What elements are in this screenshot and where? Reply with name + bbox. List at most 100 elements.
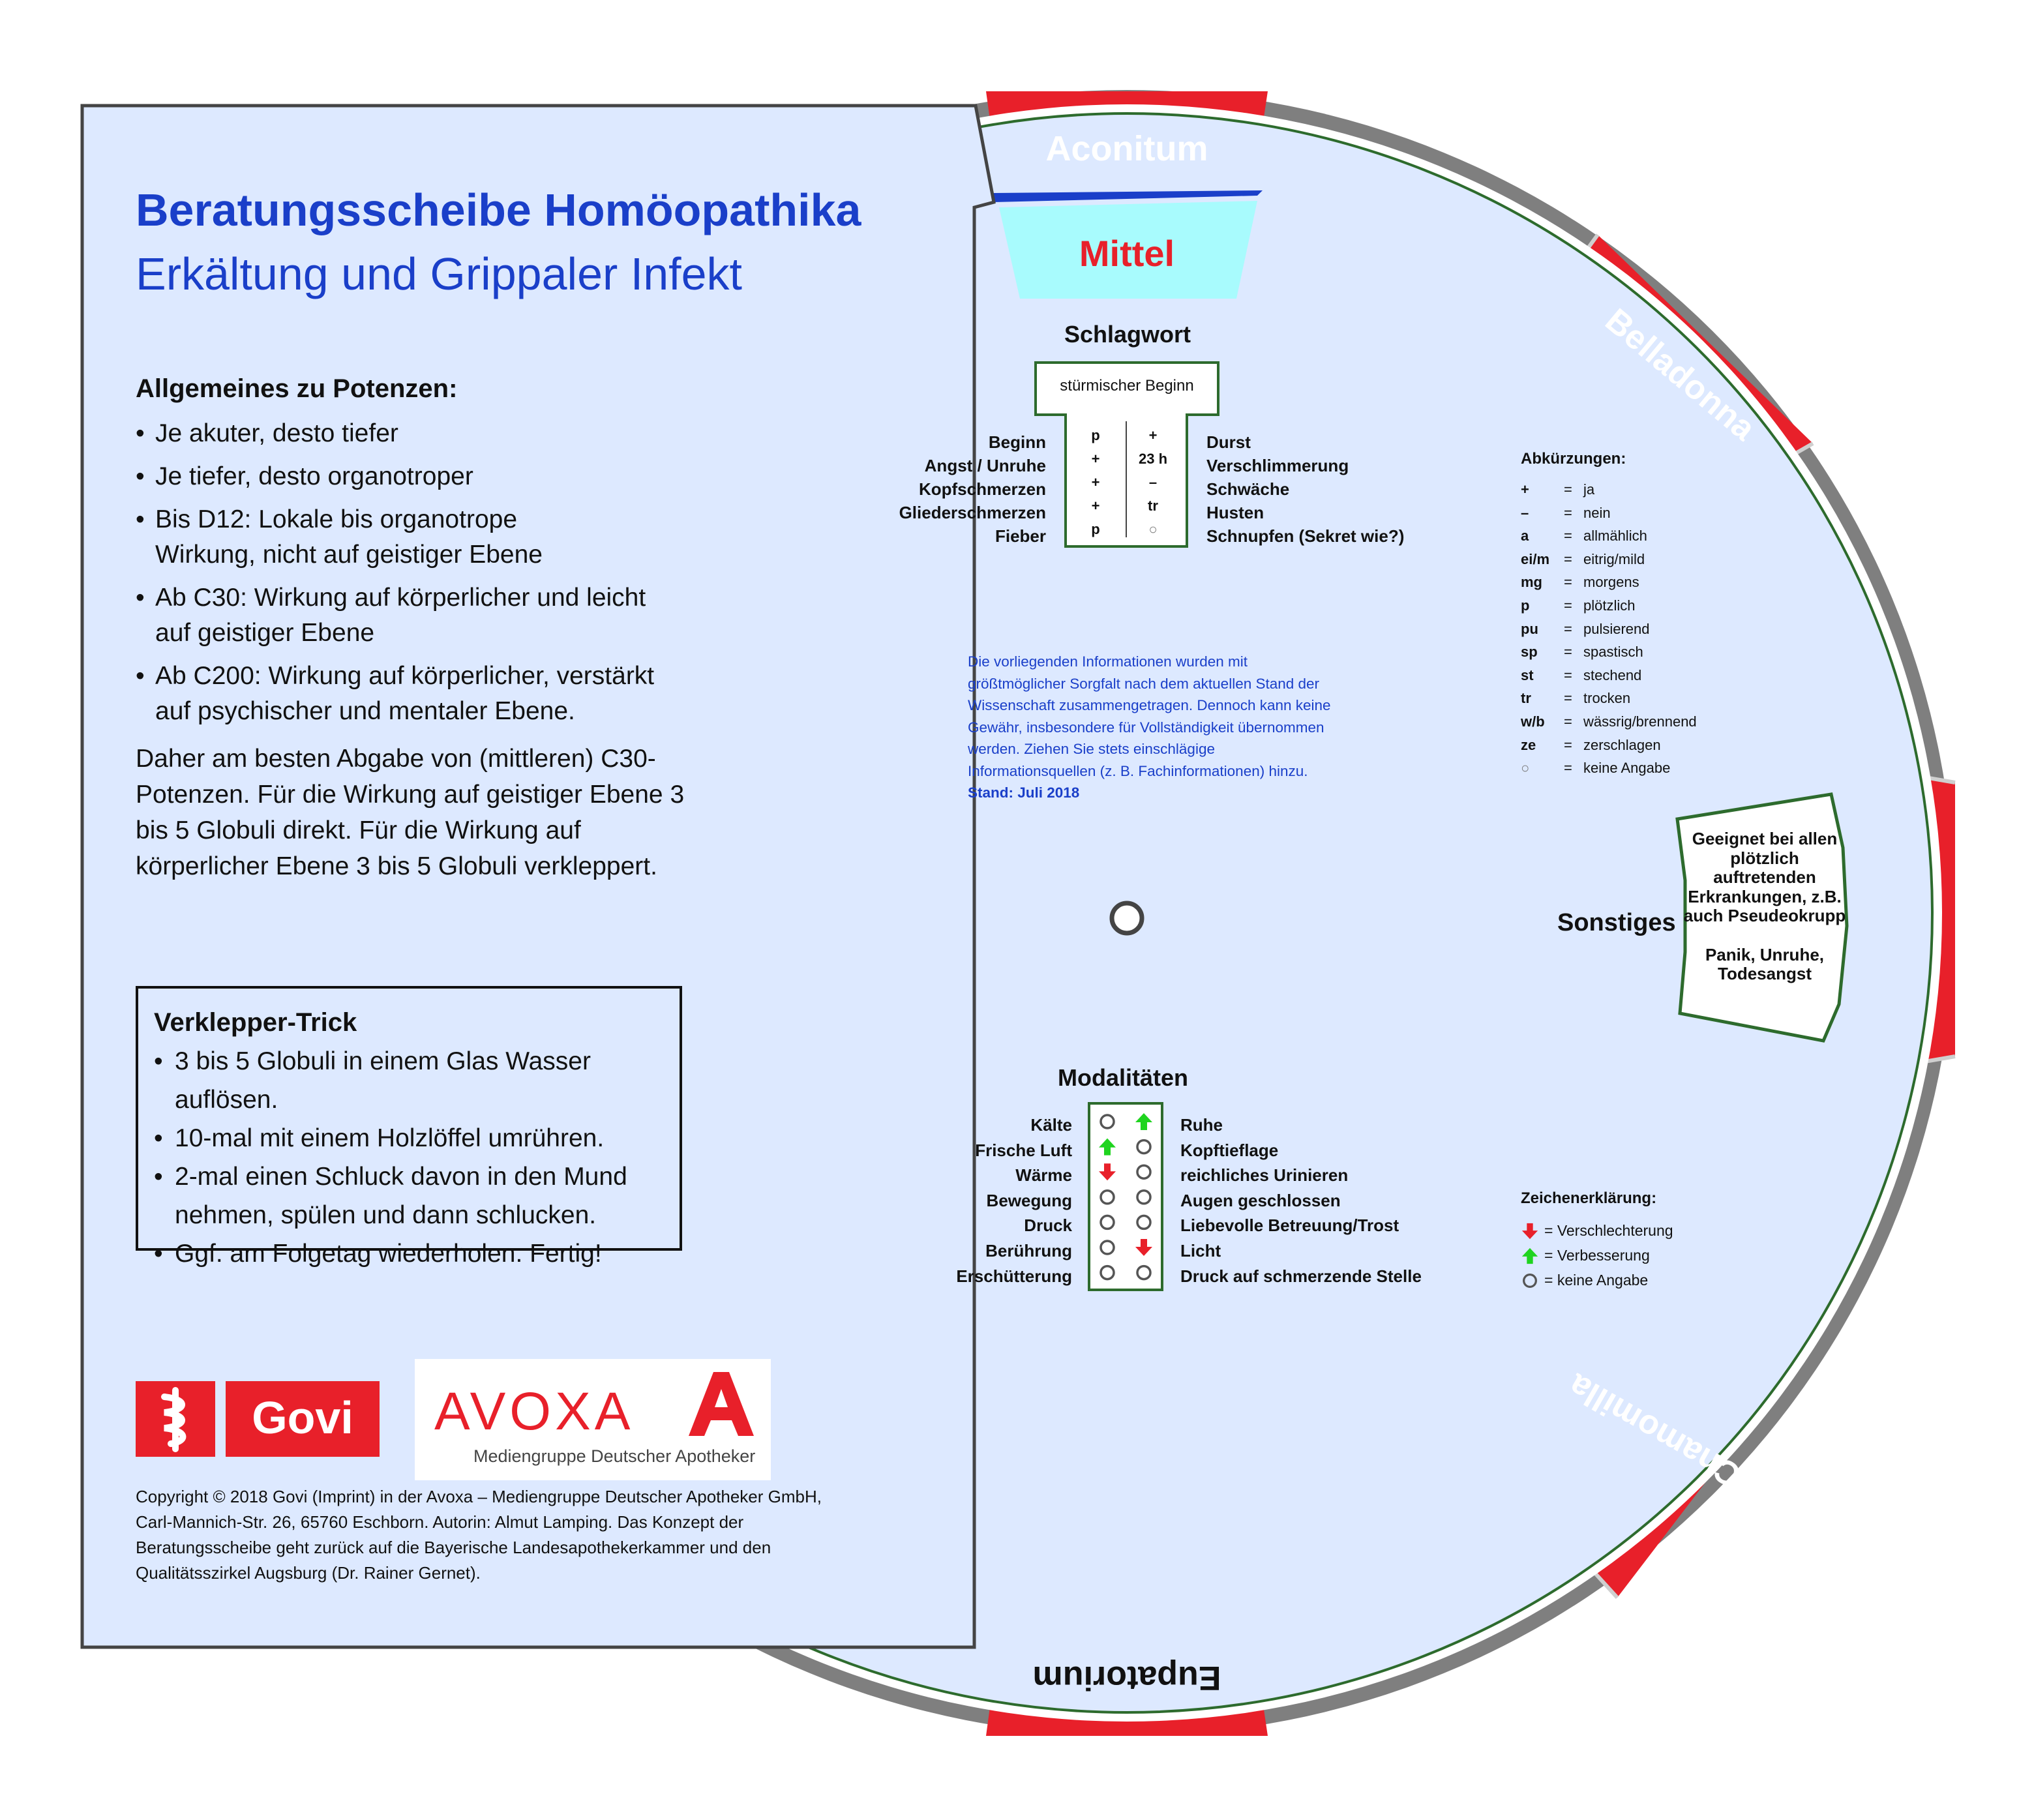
no-info-circle-icon [1099,1264,1115,1281]
abkuerzung-row: + = ja [1521,481,1756,505]
arrow-down-icon [1099,1163,1116,1181]
svg-text:Mediengruppe Deutscher Apothek: Mediengruppe Deutscher Apotheker [473,1446,755,1466]
govi-logo[interactable]: Govi [136,1381,380,1457]
modalitaeten-right-labels: Ruhe Kopftieflage reichliches Urinieren … [1180,1115,1422,1286]
abkuerzung-key: st [1521,666,1534,683]
equals-sign: = [1564,550,1572,567]
list-item: 2-mal einen Schluck davon in den Mund ne… [154,1157,676,1234]
abkuerzung-value: spastisch [1583,644,1643,661]
sonstiges-text: Geeignet bei allen plötzlich auftretende… [1683,829,1846,983]
svg-text:AVOXA: AVOXA [434,1382,634,1441]
avoxa-logo[interactable]: AVOXA Mediengruppe Deutscher Apotheker [415,1359,771,1480]
potenzen-footer: Daher am besten Abgabe von (mittleren) C… [136,745,685,880]
verklepper-trick-box: Verklepper-Trick 3 bis 5 Globuli in eine… [136,986,682,1273]
abkuerzung-key: + [1521,481,1529,498]
equals-sign: = [1564,690,1572,707]
list-item: Je akuter, desto tiefer [136,416,723,451]
abkuerzung-row: sp = spastisch [1521,644,1756,667]
list-item: Bis D12: Lokale bis organotrope Wirkung,… [136,502,612,573]
abkuerzung-value: stechend [1583,666,1642,683]
equals-sign: = [1564,713,1572,730]
no-info-circle-icon [1136,1264,1152,1281]
equals-sign: = [1564,736,1572,753]
zeichen-label: = Verschlechterung [1544,1222,1673,1239]
abkuerzung-key: pu [1521,620,1538,637]
no-info-circle-icon [1136,1139,1152,1155]
abkuerzung-key: ei/m [1521,550,1550,567]
segment-label-eupatorium: Eupatorium [1033,1659,1221,1697]
list-item: 3 bis 5 Globuli in einem Glas Wasser auf… [154,1042,676,1119]
equals-sign: = [1564,760,1572,777]
abkuerzung-row: –=nein [1521,505,1756,528]
disclaimer-text: Die vorliegenden Informationen wurden mi… [968,653,1331,801]
equals-sign: = [1564,504,1572,521]
schlagwort-box [1034,361,1219,548]
equals-sign: = [1564,528,1572,545]
abkuerzung-row: pu = pulsierend [1521,621,1756,644]
abkuerzung-key: a [1521,528,1529,545]
abkuerzungen-title: Abkürzungen: [1521,450,1626,468]
abkuerzung-row: ze = zerschlagen [1521,737,1756,760]
modalitaeten-left-labels: Kälte Frische Luft Wärme Bewegung Druck … [956,1115,1072,1286]
arrow-down-icon [1521,1223,1538,1240]
equals-sign: = [1564,574,1572,591]
no-info-circle-icon [1136,1164,1152,1180]
abkuerzung-row: w/b = wässrig/brennend [1521,713,1756,737]
trick-list: 3 bis 5 Globuli in einem Glas Wasser auf… [154,1042,676,1273]
no-info-circle-icon [1099,1114,1115,1129]
mittel-label: Mittel [1079,233,1174,274]
equals-sign: = [1564,481,1572,498]
abkuerzung-key: ze [1521,736,1536,753]
no-info-circle-icon [1136,1189,1152,1205]
abkuerzung-key: sp [1521,644,1538,661]
abkuerzung-row: ○=keine Angabe [1521,760,1756,783]
abkuerzung-value: morgens [1583,574,1639,591]
abkuerzung-key: w/b [1521,713,1545,730]
arrow-up-icon [1099,1138,1116,1156]
segment-label-aconitum: Aconitum [1046,129,1208,168]
modalitaeten-heading: Modalitäten [1058,1064,1189,1091]
zeichenerklaerung-title: Zeichenerklärung: [1521,1189,1657,1207]
window-frame [976,107,1263,202]
page-title: Beratungsscheibe Homöopathika [136,185,861,235]
abkuerzung-value: ja [1583,481,1595,498]
trick-title: Verklepper-Trick [154,1008,357,1037]
zeichen-label: = keine Angabe [1544,1272,1649,1289]
equals-sign: = [1564,644,1572,661]
potenzen-heading: Allgemeines zu Potenzen: [136,374,458,403]
abkuerzung-value: wässrig/brennend [1583,713,1697,730]
no-info-circle-icon [1099,1189,1115,1205]
abkuerzung-key: tr [1521,690,1531,707]
caduceus-icon [161,1387,187,1452]
equals-sign: = [1564,620,1572,637]
center-pin[interactable] [1109,901,1144,936]
abkuerzung-value: trocken [1583,690,1631,707]
list-item: Ab C200: Wirkung auf körperlicher, verst… [136,659,696,729]
potenzen-list: Je akuter, desto tiefer Je tiefer, desto… [136,416,723,737]
abkuerzung-value: nein [1583,504,1611,521]
copyright-text: Copyright © 2018 Govi (Imprint) in der A… [136,1487,822,1583]
schlagwort-keyword: stürmischer Beginn [1060,377,1194,395]
abkuerzung-value: keine Angabe [1583,760,1671,777]
abkuerzung-row: p=plötzlich [1521,597,1756,621]
abkuerzung-row: mg = morgens [1521,574,1756,597]
abkuerzung-value: zerschlagen [1583,736,1661,753]
svg-text:Govi: Govi [252,1392,353,1443]
abkuerzung-key: mg [1521,574,1542,591]
no-info-circle-icon [1523,1274,1537,1288]
list-item: Ab C30: Wirkung auf körperlicher und lei… [136,580,677,651]
abkuerzung-key: p [1521,597,1530,614]
schlagwort-left-labels: Beginn Angst / Unruhe Kopfschmerzen Glie… [899,432,1046,546]
arrow-up-icon [1135,1113,1152,1130]
page-subtitle: Erkältung und Grippaler Infekt [136,248,742,299]
no-info-circle-icon [1136,1214,1152,1231]
apotheke-a-icon [689,1372,754,1436]
list-item: 10-mal mit einem Holzlöffel umrühren. [154,1119,676,1157]
list-item: Je tiefer, desto organotroper [136,459,723,494]
abkuerzung-row: ei/m = eitrig/mild [1521,551,1756,574]
abkuerzung-value: pulsierend [1583,620,1650,637]
abkuerzung-value: allmählich [1583,528,1647,545]
abkuerzung-row: st=stechend [1521,667,1756,691]
list-item: Ggf. am Folgetag wiederholen. Fertig! [154,1234,676,1273]
abkuerzung-value: eitrig/mild [1583,550,1645,567]
